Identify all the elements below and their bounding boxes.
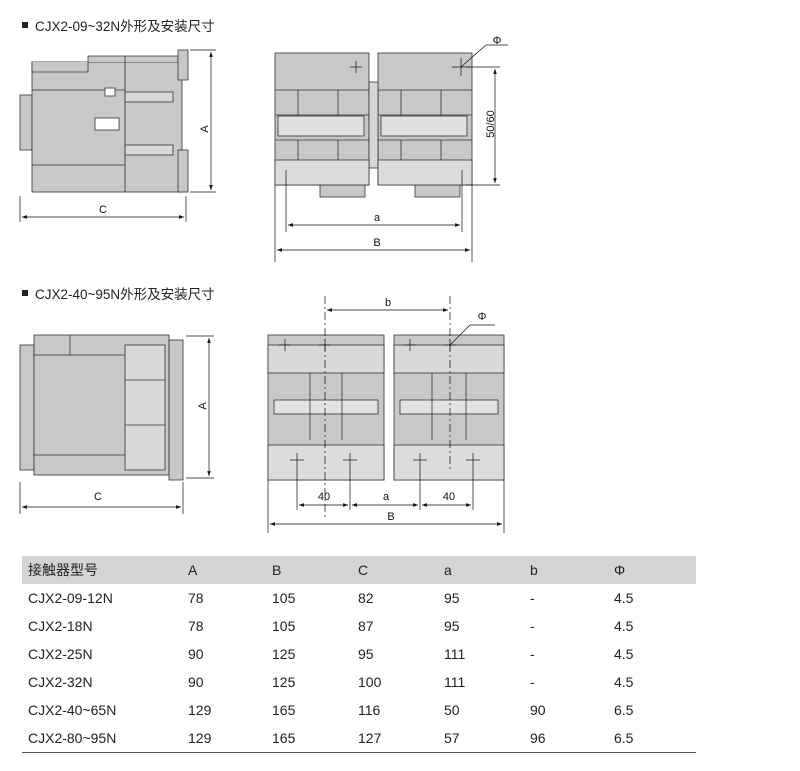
cell-model: CJX2-25N: [28, 646, 93, 662]
cell-b: 90: [530, 702, 546, 718]
header-model: 接触器型号: [22, 556, 182, 584]
header-phi: Φ: [608, 556, 696, 584]
dim-C-label-2: C: [94, 491, 102, 503]
cell-A: 90: [188, 646, 204, 662]
table-row: CJX2-09-12N 78 105 82 95 - 4.5: [22, 584, 696, 612]
cell-a: 95: [444, 590, 460, 606]
cell-model: CJX2-09-12N: [28, 590, 113, 606]
cell-B: 105: [272, 590, 296, 606]
cell-A: 129: [182, 724, 266, 753]
cell-b: -: [530, 590, 535, 606]
cell-phi: 4.5: [614, 674, 634, 690]
table-row: CJX2-80~95N 129 165 127 57 96 6.5: [22, 724, 696, 753]
diagram1-front-dims: [274, 44, 508, 262]
cell-phi: 4.5: [614, 618, 634, 634]
dim-C-label-1: C: [99, 204, 107, 216]
cell-C: 100: [358, 674, 382, 690]
dim-B-label-1: B: [373, 237, 380, 249]
cell-model: CJX2-80~95N: [22, 724, 182, 753]
dim-b-label: b: [385, 297, 391, 309]
dim-A-label-2: A: [197, 402, 209, 410]
cell-A: 78: [188, 618, 204, 634]
cell-C: 95: [358, 646, 374, 662]
dim-a-label-2: a: [383, 491, 390, 503]
dim-40-right-label: 40: [443, 491, 455, 503]
cell-B: 105: [272, 618, 296, 634]
table-row: CJX2-18N 78 105 87 95 - 4.5: [22, 612, 696, 640]
table-row: CJX2-40~65N 129 165 116 50 90 6.5: [22, 696, 696, 724]
dimension-table: 接触器型号 A B C a b Φ CJX2-09-12N 78 105 82 …: [22, 556, 696, 753]
cell-C: 116: [358, 702, 381, 718]
diagram1-side-view: [19, 49, 189, 193]
cell-phi: 6.5: [614, 702, 634, 718]
diagram2-front-dims: [267, 296, 505, 533]
cell-b: 96: [524, 724, 608, 753]
header-A: A: [182, 556, 266, 584]
diagram2-side-view: [19, 334, 184, 481]
header-B: B: [266, 556, 352, 584]
phi-label-1: Φ: [493, 35, 502, 47]
cell-C: 127: [352, 724, 438, 753]
header-C: C: [352, 556, 438, 584]
bullet-square-icon: [22, 22, 28, 28]
cell-a: 95: [444, 618, 460, 634]
cell-C: 82: [358, 590, 374, 606]
cell-C: 87: [358, 618, 374, 634]
diagram2-front-view: [267, 334, 505, 481]
hole-spacing-label: 50/60: [485, 110, 497, 138]
cell-A: 78: [188, 590, 204, 606]
section2-title: CJX2-40~95N外形及安装尺寸: [35, 287, 215, 302]
section1-heading: CJX2-09~32N外形及安装尺寸: [22, 15, 215, 35]
cell-B: 125: [272, 674, 296, 690]
header-b: b: [524, 556, 608, 584]
cell-a: 111: [444, 646, 466, 662]
cell-phi: 6.5: [608, 724, 696, 753]
table-row: CJX2-25N 90 125 95 111 - 4.5: [22, 640, 696, 668]
dim-a-label-1: a: [374, 212, 381, 224]
cell-A: 90: [188, 674, 204, 690]
cell-b: -: [530, 618, 535, 634]
cell-model: CJX2-32N: [28, 674, 93, 690]
cell-phi: 4.5: [614, 590, 634, 606]
dim-B-label-2: B: [387, 511, 394, 523]
cell-B: 165: [272, 702, 296, 718]
bullet-square-icon: [22, 290, 28, 296]
table-header-row: 接触器型号 A B C a b Φ: [22, 556, 696, 584]
cell-model: CJX2-40~65N: [28, 702, 117, 718]
cell-phi: 4.5: [614, 646, 634, 662]
cell-b: -: [530, 674, 535, 690]
phi-label-2: Φ: [478, 311, 487, 323]
dim-A-label-1: A: [199, 125, 211, 133]
cell-B: 165: [266, 724, 352, 753]
diagram2-side-dims: [19, 335, 214, 514]
cell-a: 50: [444, 702, 460, 718]
diagram1-front-view: [274, 52, 473, 198]
diagram1-side-dims: [19, 49, 216, 222]
cell-a: 111: [444, 674, 466, 690]
dim-40-left-label: 40: [318, 491, 330, 503]
cell-a: 57: [438, 724, 524, 753]
section1-title: CJX2-09~32N外形及安装尺寸: [35, 19, 215, 34]
cell-model: CJX2-18N: [28, 618, 93, 634]
cell-b: -: [530, 646, 535, 662]
cell-B: 125: [272, 646, 296, 662]
section2-heading: CJX2-40~95N外形及安装尺寸: [22, 283, 215, 303]
cell-A: 129: [188, 702, 212, 718]
header-a: a: [438, 556, 524, 584]
table-row: CJX2-32N 90 125 100 111 - 4.5: [22, 668, 696, 696]
